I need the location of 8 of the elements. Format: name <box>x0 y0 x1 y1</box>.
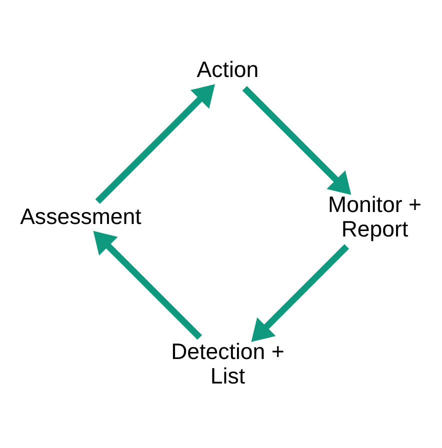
node-text: Monitor + Report <box>328 192 422 242</box>
arrow <box>242 86 352 195</box>
node-text: Assessment <box>20 204 142 230</box>
arrow <box>95 84 216 204</box>
arrow <box>93 230 202 340</box>
node-text: Action <box>196 57 259 82</box>
arrow <box>251 244 350 342</box>
node-text: Detection + List <box>171 339 284 388</box>
